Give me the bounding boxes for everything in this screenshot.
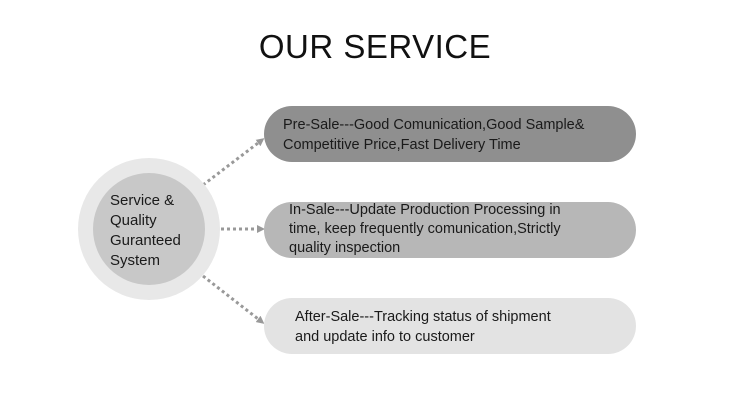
page-title: OUR SERVICE: [258, 28, 492, 65]
service-text-line: time, keep frequently comunication,Stric…: [289, 221, 561, 237]
hub-label-line: Service &: [110, 192, 175, 209]
hub-circle-inner: [93, 173, 205, 285]
hub-label-line: Quality: [110, 212, 157, 229]
hub-label: Service & Quality Guranteed System: [110, 191, 210, 271]
service-text-line: and update info to customer: [295, 329, 475, 345]
service-text-line: quality inspection: [289, 240, 401, 256]
arrow-to-after-sale: [202, 274, 265, 324]
service-text-line: In-Sale---Update Production Processing i…: [289, 202, 561, 218]
service-text-line: Pre-Sale---Good Comunication,Good Sample…: [283, 117, 585, 133]
service-pre-sale: Pre-Sale---Good Comunication,Good Sample…: [264, 106, 636, 162]
service-after-sale: After-Sale---Tracking status of shipment…: [264, 298, 636, 354]
service-in-sale: In-Sale---Update Production Processing i…: [264, 202, 636, 258]
hub-label-line: System: [110, 252, 161, 269]
service-text-line: Competitive Price,Fast Delivery Time: [283, 137, 521, 153]
hub-label-line: Guranteed: [110, 232, 181, 249]
arrow-to-pre-sale: [202, 138, 265, 187]
service-text-line: After-Sale---Tracking status of shipment: [295, 309, 551, 325]
